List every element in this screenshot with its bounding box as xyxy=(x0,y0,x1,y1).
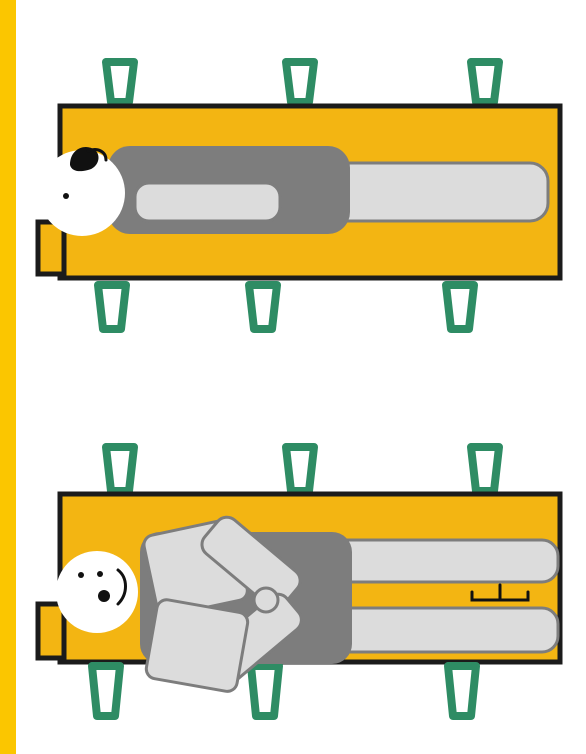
strap-icon xyxy=(446,285,474,329)
upper-arm-bottom xyxy=(145,598,249,693)
strap-icon xyxy=(249,285,277,329)
strap-icon xyxy=(106,62,134,102)
strap-icon xyxy=(286,447,314,491)
strap-icon xyxy=(471,447,499,491)
face-icon xyxy=(56,551,138,633)
right-leg xyxy=(330,608,558,652)
arm xyxy=(135,183,280,221)
strap-icon xyxy=(106,447,134,491)
strap-icon xyxy=(471,62,499,102)
left-leg xyxy=(330,540,558,582)
strap-icon xyxy=(251,666,279,716)
hands xyxy=(254,588,278,612)
legs xyxy=(318,163,548,221)
strap-icon xyxy=(286,62,314,102)
left-frame-bar xyxy=(0,0,16,754)
strap-icon xyxy=(92,666,120,716)
strap-icon xyxy=(448,666,476,716)
board-head-notch xyxy=(38,604,64,658)
strap-icon xyxy=(98,285,126,329)
